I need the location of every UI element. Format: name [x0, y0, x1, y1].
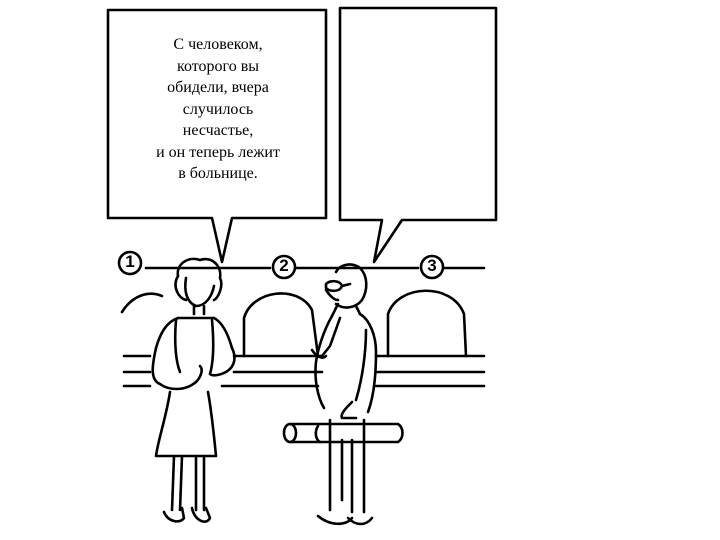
- service-window-1: [120, 292, 164, 314]
- window-number-3-marker: [419, 254, 445, 280]
- window-number-2-marker: [271, 254, 297, 280]
- window-number-1-marker: [117, 250, 143, 276]
- speech-bubble-left-text: С человеком, которого вы обидели, вчера …: [156, 36, 280, 182]
- window-number-1: 1: [125, 252, 135, 271]
- rolled-tube: [282, 422, 404, 444]
- window-number-3: 3: [427, 256, 437, 275]
- service-window-3: [386, 289, 468, 358]
- speech-bubble-left: [106, 8, 328, 264]
- service-window-2: [242, 292, 320, 358]
- woman-figure: [151, 257, 236, 523]
- man-figure: [310, 263, 378, 526]
- speech-bubble-right: [338, 6, 498, 264]
- counter-background: [122, 266, 486, 388]
- window-number-2: 2: [279, 256, 289, 275]
